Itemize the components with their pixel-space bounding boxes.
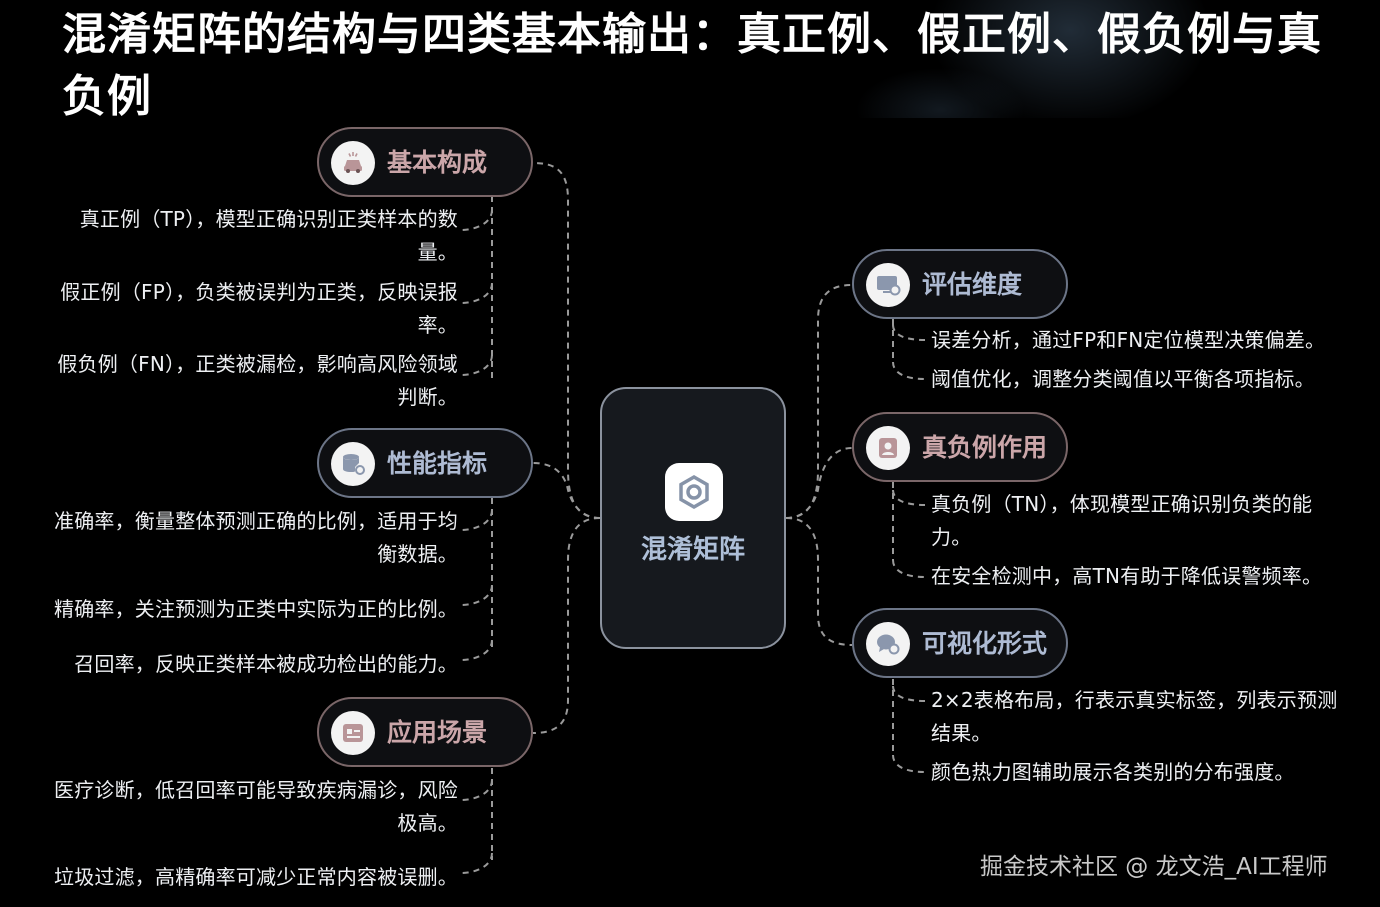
- car-alert-icon: [331, 141, 375, 185]
- leaf-item: 医疗诊断，低召回率可能导致疾病漏诊，风险极高。: [54, 778, 458, 835]
- leaf-item: 阈值优化，调整分类阈值以平衡各项指标。: [931, 367, 1315, 391]
- connector-tn: [785, 447, 853, 519]
- center-label: 混淆矩阵: [640, 535, 745, 565]
- leaf-item: 垃圾过滤，高精确率可减少正常内容被误删。: [54, 865, 458, 889]
- branch-label: 基本构成: [387, 148, 488, 177]
- leaf-item: 假负例（FN），正类被漏检，影响高风险领域判断。: [57, 352, 458, 409]
- background-mask: [820, 118, 1354, 218]
- leaf-item: 精确率，关注预测为正类中实际为正的比例。: [54, 597, 458, 621]
- leaf-item: 在安全检测中，高TN有助于降低误警频率。: [931, 564, 1323, 588]
- center-node[interactable]: 混淆矩阵: [600, 387, 786, 649]
- leaf-item: 颜色热力图辅助展示各类别的分布强度。: [931, 760, 1295, 784]
- id-badge-icon: [866, 426, 910, 470]
- leaf-item: 召回率，反映正类样本被成功检出的能力。: [74, 652, 458, 676]
- leaf-item: 2×2表格布局，行表示真实标签，列表示预测结果。: [931, 688, 1338, 745]
- branch-basic-composition[interactable]: 基本构成: [317, 127, 533, 197]
- watermark: 掘金技术社区 @ 龙文浩_AI工程师: [980, 854, 1328, 880]
- branch-label: 性能指标: [387, 449, 488, 478]
- leaf-item: 真负例（TN），体现模型正确识别负类的能力。: [931, 492, 1313, 549]
- branch-label: 真负例作用: [922, 433, 1048, 462]
- hexagon-gear-icon: [665, 463, 723, 521]
- leaf-item: 真正例（TP），模型正确识别正类样本的数量。: [79, 207, 458, 264]
- leaf-item: 假正例（FP），负类被误判为正类，反映误报率。: [60, 280, 458, 337]
- connector-visual: [785, 517, 853, 646]
- page-title: 混淆矩阵的结构与四类基本输出：真正例、假正例、假负例与真负例: [62, 9, 1322, 122]
- branch-label: 可视化形式: [922, 629, 1048, 658]
- chat-gear-icon: [866, 622, 910, 666]
- leaf-item: 准确率，衡量整体预测正确的比例，适用于均衡数据。: [54, 509, 458, 566]
- database-settings-icon: [331, 442, 375, 486]
- monitor-settings-icon: [866, 263, 910, 307]
- branch-label: 应用场景: [387, 718, 488, 747]
- branch-visualization-forms[interactable]: 可视化形式: [852, 608, 1068, 678]
- branch-application-scenarios[interactable]: 应用场景: [317, 697, 533, 767]
- branch-evaluation-dimensions[interactable]: 评估维度: [852, 249, 1068, 319]
- document-list-icon: [331, 711, 375, 755]
- connector-application: [532, 517, 601, 734]
- branch-true-negative-role[interactable]: 真负例作用: [852, 412, 1068, 482]
- leaf-item: 误差分析，通过FP和FN定位模型决策偏差。: [931, 328, 1326, 352]
- connector-basic: [532, 162, 601, 519]
- connector-performance: [532, 462, 601, 519]
- branch-performance-metrics[interactable]: 性能指标: [317, 428, 533, 498]
- connector-evaluation: [785, 284, 853, 519]
- branch-label: 评估维度: [922, 270, 1023, 299]
